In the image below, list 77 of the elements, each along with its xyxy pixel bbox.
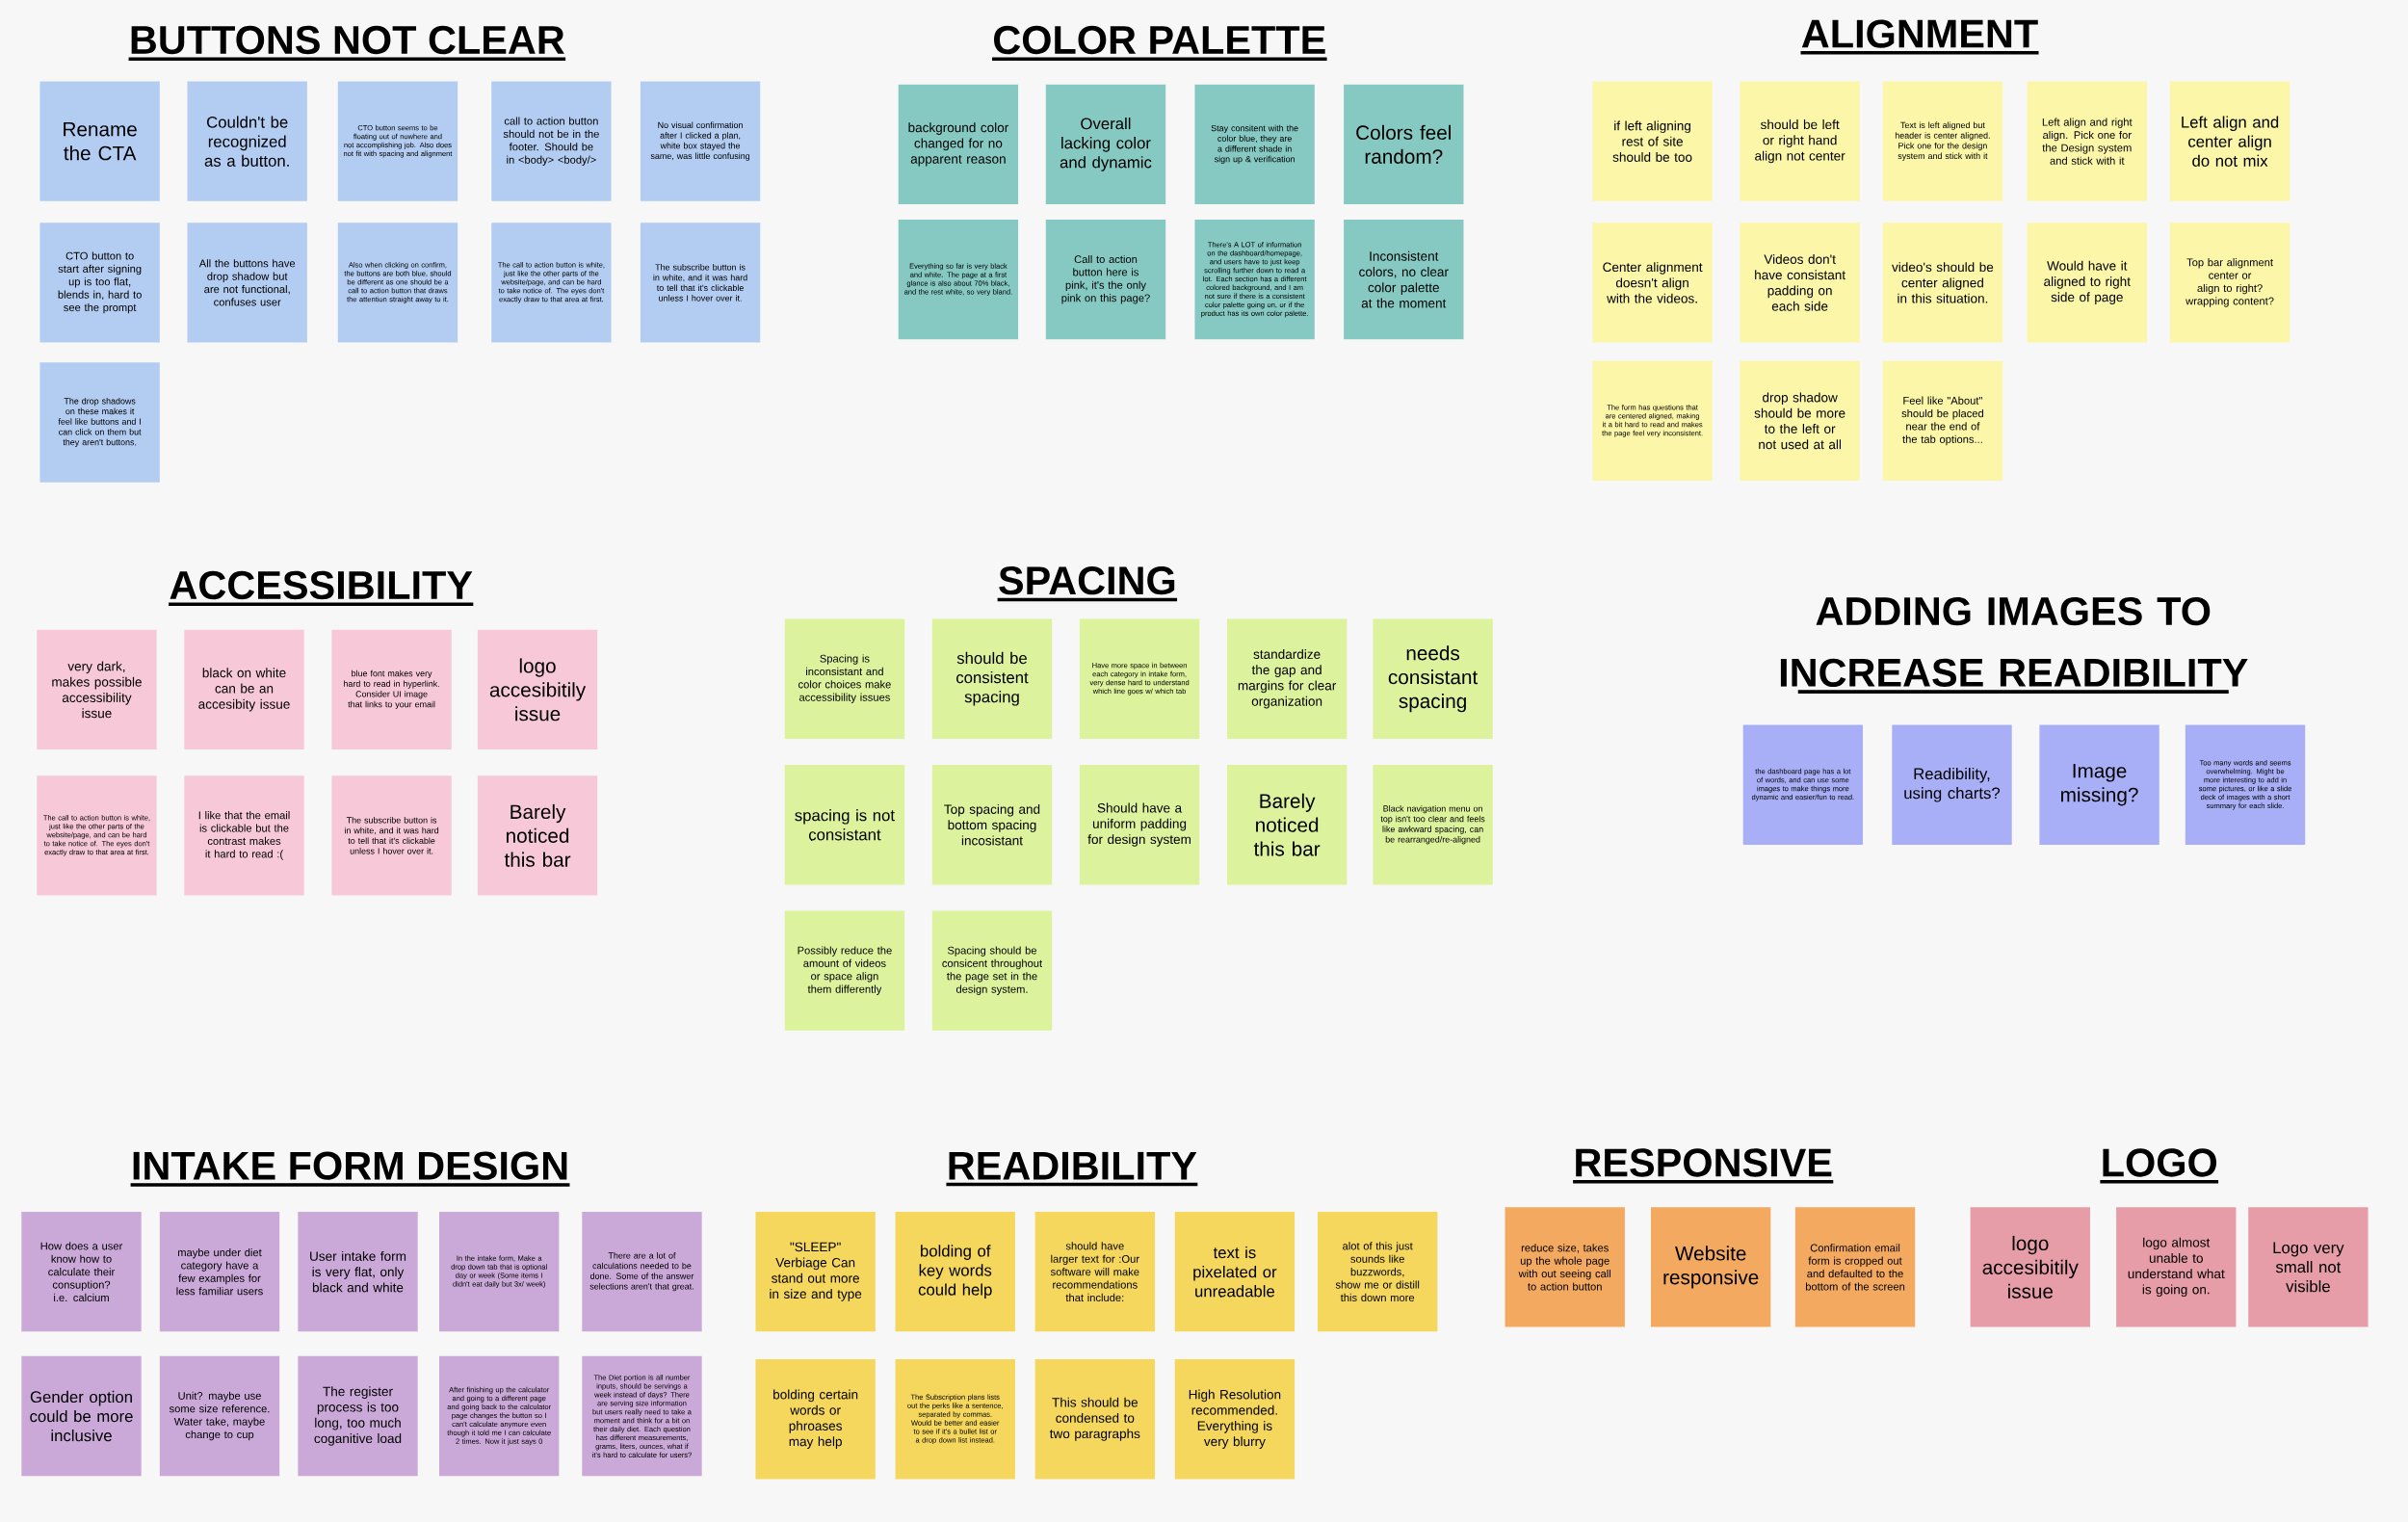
sticky-note: if left aligning rest of site should be too (1592, 81, 1713, 201)
sticky-note: I like that the email is clickable but the contrast makes it hard to read :( (184, 775, 304, 896)
sticky-note: Confirmation email form is cropped out and defaulted to the bottom of the screen (1794, 1207, 1916, 1327)
sticky-note: Barely noticed this bar (1226, 765, 1348, 885)
sticky-note: Left align and center align do not mix (2169, 81, 2290, 201)
sticky-note: Center alignment doesn't align with the videos. (1592, 223, 1713, 343)
sticky-note: text is pixelated or unreadable (1174, 1211, 1296, 1332)
sticky-note: Would have it aligned to right side of page (2027, 223, 2147, 343)
sticky-note: blue font makes very hard to read in hyperlink. Consider UI image that links to your email (331, 629, 452, 750)
section-heading: SPACING (997, 566, 1178, 602)
sticky-note: Stay consitent with the color blue, they are a different shade in sign up & verification (1194, 84, 1315, 205)
sticky-note: logo accesibitily issue (477, 629, 598, 750)
sticky-note: Gender option could be more inclusive (21, 1355, 142, 1477)
sticky-note: There are a lot of calculations needed to be done. Some of the answer selections aren't that great. (582, 1211, 702, 1332)
section-heading: COLOR PALETTE (991, 25, 1327, 61)
sticky-note: Rename the CTA (39, 81, 160, 201)
section-heading: LOGO (2100, 1148, 2219, 1184)
section-heading: ADDING IMAGES TO INCREASE READIBILITY (1780, 596, 2248, 694)
sticky-note: Black navigation menu on top isn't too clear and feels like awkward spacing, can be rearranged/re-aligned (1373, 765, 1493, 885)
sticky-note: maybe under diet category have a few examples for less familiar users (159, 1211, 280, 1332)
sticky-note: Readibility, using charts? (1892, 724, 2012, 845)
sticky-note: Image missing? (2039, 724, 2159, 845)
sticky-note: needs consistant spacing (1373, 618, 1493, 739)
sticky-note: Spacing should be consicent throughout the page set in the design system. (931, 910, 1053, 1031)
sticky-note: CTO button to start after signing up is too flat, blends in, hard to see the prompt (39, 223, 160, 343)
sticky-note: Left align and right align. Pick one for the Design system and stick with it (2027, 81, 2147, 201)
sticky-note: Top spacing and bottom spacing incosistant (931, 765, 1053, 885)
section-heading: RESPONSIVE (1573, 1148, 1834, 1184)
sticky-note: The drop shadows on these makes it feel like buttons and I can click on them but they aren't buttons. (39, 362, 160, 483)
sticky-note: No visual confirmation after I clicked a plan, white box stayed the same, was little confusing (640, 81, 761, 201)
sticky-note: Should have a uniform padding for design system (1079, 765, 1200, 885)
sticky-note: Logo very small not visible (2248, 1207, 2369, 1327)
sticky-note: Couldn't be recognized as a button. (187, 81, 307, 201)
sticky-note: Spacing is inconsistant and color choices make accessibility issues (784, 618, 905, 739)
sticky-note: Top bar alignment center or align to right? wrapping content? (2169, 223, 2290, 343)
sticky-note: logo accesibitily issue (1970, 1207, 2090, 1327)
section-heading: BUTTONS NOT CLEAR (128, 25, 566, 61)
sticky-note: This should be condensed to two paragraphs (1034, 1359, 1155, 1480)
sticky-note: should be consistent spacing (931, 618, 1053, 739)
sticky-note: bolding of key words could help (895, 1211, 1015, 1332)
sticky-note: should be left or right hand align not center (1740, 81, 1860, 201)
sticky-note: alot of this just sounds like buzzwords, show me or distill this down more (1318, 1211, 1438, 1332)
sticky-note: Inconsistent colors, no clear color palette at the moment (1344, 220, 1464, 340)
section-heading: INTAKE FORM DESIGN (130, 1151, 570, 1187)
sticky-note: background color changed for no apparent reason (898, 84, 1019, 205)
sticky-note: standardize the gap and margins for clear organization (1226, 618, 1348, 739)
sticky-note: bolding certain words or phroases may help (755, 1359, 876, 1480)
sticky-note: Barely noticed this bar (477, 775, 598, 896)
sticky-note: Colors feel random? (1344, 84, 1464, 205)
sticky-note: very dark, makes possible accessibility issue (37, 629, 157, 750)
sticky-note: How does a user know how to calculate their consuption? i.e. calcium (21, 1211, 142, 1332)
section-heading: ACCESSIBILITY (169, 570, 474, 606)
sticky-note: video's should be center aligned in this situation. (1882, 223, 2003, 343)
sticky-note: Call to action button here is pink, it's the only pink on this page? (1045, 220, 1166, 340)
sticky-note: black on white can be an accesibity issue (184, 629, 304, 750)
sticky-note: High Resolution recommended. Everything is very blurry (1174, 1359, 1296, 1480)
sticky-note: The register process is too long, too much coganitive load (298, 1355, 418, 1477)
sticky-note: User intake form is very flat, only black and white (298, 1211, 418, 1332)
sticky-note: should have larger text for :Our software will make recommendations that include: (1034, 1211, 1155, 1332)
sticky-note: Possibly reduce the amount of videos or space align them differently (784, 910, 905, 1031)
sticky-note: Unit? maybe use some size reference. Water take, maybe change to cup (159, 1355, 280, 1477)
sticky-note: spacing is not consistant (784, 765, 905, 885)
sticky-note: Feel like "About" should be placed near the end of the tab options... (1882, 360, 2003, 482)
sticky-note: Website responsive (1651, 1207, 1771, 1327)
sticky-note: logo almost unable to understand what is going on. (2116, 1207, 2237, 1327)
sticky-note: All the buttons have drop shadow but are not functional, confuses user (187, 223, 307, 343)
sticky-note: drop shadow should be more to the left or not used at all (1740, 360, 1860, 482)
sticky-note: reduce size, takes up the whole page with out seeing call to action button (1505, 1207, 1625, 1327)
sticky-note: The subscribe button is in white, and it was hard to tell that it's clickable unless I hover over it. (331, 775, 452, 896)
section-heading: READIBILITY (946, 1151, 1198, 1187)
sticky-note: "SLEEP" Verbiage Can stand out more in size and type (755, 1211, 876, 1332)
sticky-note: Text is left aligned but header is center aligned. Pick one for the design system and stick with it (1882, 81, 2003, 201)
sticky-note: call to action button should not be in the footer. Should be in <body> <body/> (491, 81, 612, 201)
section-heading: ALIGNMENT (1800, 19, 2039, 55)
sticky-note: Overall lacking color and dynamic (1045, 84, 1166, 205)
sticky-note: Videos don't have consistant padding on each side (1740, 223, 1860, 343)
sticky-note: The subscribe button is in white, and it was hard to tell that it's clickable unless I hover over it. (640, 223, 761, 343)
